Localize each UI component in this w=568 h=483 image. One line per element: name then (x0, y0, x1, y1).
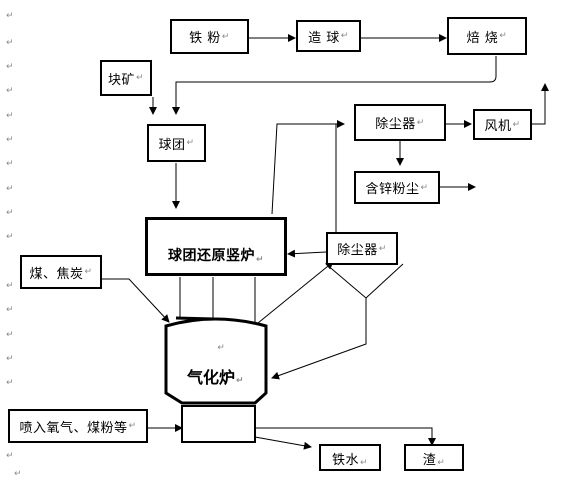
return-mark: ↵ (135, 73, 145, 83)
return-mark: ↵ (437, 458, 446, 468)
dust-collector-hopper (325, 263, 404, 299)
return-mark: ↵ (236, 376, 244, 386)
paragraph-mark: ↵ (6, 451, 14, 461)
paragraph-mark: ↵ (6, 11, 14, 21)
paragraph-mark: ↵ (6, 159, 14, 169)
return-mark: ↵ (359, 458, 369, 468)
return-mark: ↵ (255, 255, 265, 265)
node-gasifier-label: 气化炉 (187, 368, 236, 387)
arrow-fan-exhaust (532, 83, 549, 125)
return-mark: ↵ (340, 31, 349, 41)
node-injection: 喷入氧气、煤粉等↵ (8, 409, 148, 443)
paragraph-mark: ↵ (14, 469, 22, 479)
paragraph-mark: ↵ (6, 330, 14, 340)
node-coal-coke-label: 煤、焦炭 (29, 266, 84, 282)
paragraph-mark: ↵ (6, 38, 14, 48)
node-hot-metal: 铁水↵ (319, 444, 381, 471)
arrow-gasifier-to-dust2 (257, 261, 334, 324)
return-mark: ↵ (221, 31, 230, 42)
paragraph-marks: ↵ ↵ ↵ ↵ ↵ ↵ ↵ ↵ ↵ ↵ ↵ ↵ ↵ ↵ ↵ ↵ ↵ (0, 0, 30, 483)
paragraph-mark: ↵ (6, 86, 14, 96)
node-iron-powder: 铁 粉↵ (170, 19, 249, 54)
paragraph-mark: ↵ (6, 378, 14, 388)
node-roasting-label: 焙 烧 (466, 30, 499, 46)
return-mark: ↵ (420, 182, 429, 193)
return-mark: ↵ (84, 267, 93, 277)
node-fan: 风机↵ (473, 109, 532, 140)
return-mark: ↵ (499, 31, 508, 41)
paragraph-mark: ↵ (6, 62, 14, 72)
node-slag-label: 渣 (422, 453, 437, 468)
gasifier-return-mark: ↵ (217, 343, 225, 353)
paragraph-mark: ↵ (6, 135, 14, 145)
node-dust-collector-1: 除尘器↵ (354, 104, 446, 141)
arrow-coal-to-gasifier (102, 278, 170, 323)
return-mark: ↵ (186, 138, 195, 148)
node-zinc-dust: 含锌粉尘↵ (354, 171, 440, 204)
return-mark: ↵ (512, 119, 521, 130)
paragraph-mark: ↵ (6, 111, 14, 121)
paragraph-mark: ↵ (6, 232, 14, 242)
arrow-furnace-to-dust1 (271, 120, 345, 215)
paragraph-mark: ↵ (6, 281, 14, 291)
return-mark: ↵ (128, 421, 137, 431)
node-dust-collector-2-label: 除尘器 (337, 243, 378, 258)
arrow-dust2-to-gasifier (271, 298, 367, 380)
node-lump-ore: 块矿↵ (100, 60, 152, 96)
arrow-dust2-to-furnace (287, 249, 327, 258)
node-pelletizing: 造 球↵ (296, 20, 361, 52)
arrow-gasifier-to-hot-metal (254, 436, 312, 450)
node-injection-label: 喷入氧气、煤粉等 (19, 420, 128, 436)
node-iron-powder-label: 铁 粉 (189, 31, 221, 46)
node-dust-collector-1-label: 除尘器 (375, 117, 416, 132)
node-fan-label: 风机 (484, 119, 512, 134)
arrow-roasting-to-pellets (172, 56, 497, 115)
node-dust-collector-2: 除尘器↵ (326, 232, 398, 265)
paragraph-mark: ↵ (6, 208, 14, 218)
node-shaft-furnace-label: 球团还原竖炉 (167, 248, 255, 264)
node-zinc-dust-label: 含锌粉尘 (365, 182, 420, 197)
return-mark: ↵ (378, 243, 387, 254)
gasifier-vessel (164, 316, 268, 443)
node-slag: 渣↵ (404, 444, 464, 471)
node-pellets: 球团↵ (147, 124, 206, 162)
node-pelletizing-label: 造 球 (308, 30, 340, 46)
node-shaft-furnace: 球团还原竖炉↵ (145, 217, 287, 276)
node-pellets-label: 球团 (158, 137, 186, 153)
paragraph-mark: ↵ (6, 305, 14, 315)
node-roasting: 焙 烧↵ (447, 17, 527, 55)
arrow-gasifier-to-slag (255, 427, 436, 446)
node-hot-metal-label: 铁水 (331, 453, 359, 468)
node-gasifier: 气化炉↵ (187, 364, 244, 388)
node-lump-ore-label: 块矿 (107, 72, 135, 88)
paragraph-mark: ↵ (6, 184, 14, 194)
node-coal-coke: 煤、焦炭↵ (20, 255, 102, 289)
return-mark: ↵ (416, 117, 425, 128)
paragraph-mark: ↵ (6, 354, 14, 364)
